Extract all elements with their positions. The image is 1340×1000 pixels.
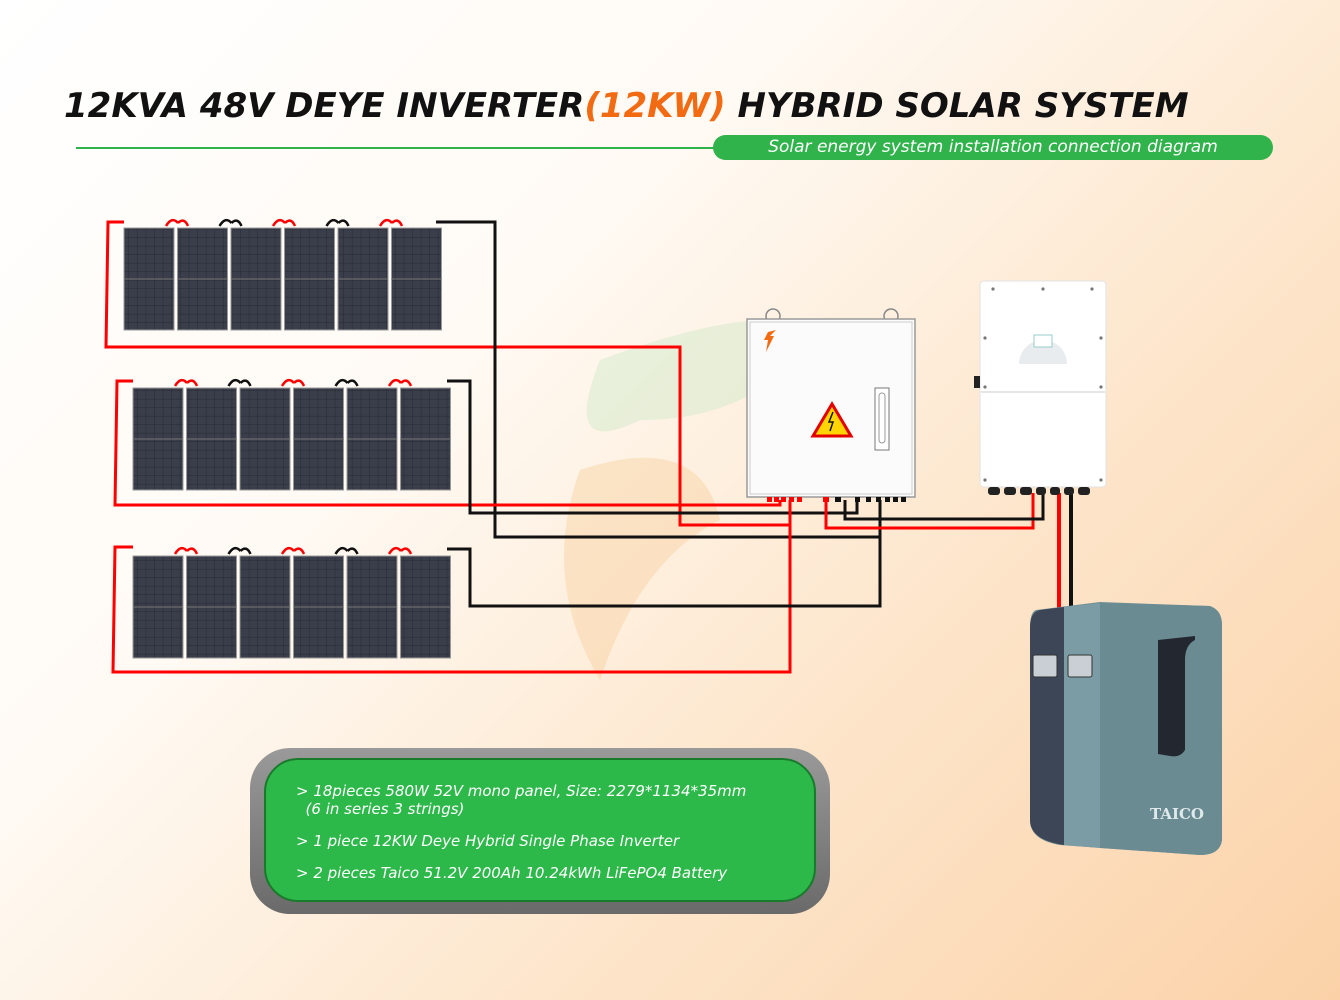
component-item-panels: > 18pieces 580W 52V mono panel, Size: 22…: [296, 782, 814, 818]
component-item-inverter: > 1 piece 12KW Deye Hybrid Single Phase …: [296, 832, 814, 850]
title-main: 12KVA 48V DEYE INVERTER: [64, 86, 585, 126]
series-jumper-cable: [334, 546, 359, 555]
item-subtext: (6 in series 3 strings): [305, 800, 465, 818]
series-jumper-cable: [334, 378, 359, 387]
series-jumper-cable: [173, 378, 199, 387]
series-jumper-cable: [173, 546, 199, 555]
inverter-display: [1019, 340, 1067, 364]
battery-brand-logo: TAICO: [1150, 805, 1205, 823]
series-jumper-cable: [325, 218, 350, 227]
hybrid-inverter: [974, 280, 1107, 495]
series-jumper-cable: [280, 546, 306, 555]
series-jumper-cable: [227, 378, 252, 387]
battery-stack: [1030, 602, 1222, 855]
watermark-leaf-2: [564, 457, 720, 680]
title-rest: HYBRID SOLAR SYSTEM: [725, 86, 1189, 126]
logo-icon: [764, 330, 776, 352]
item-text: > 18pieces 580W 52V mono panel, Size: 22…: [296, 782, 747, 800]
combiner-inverter-positive-wire: [824, 493, 1035, 530]
door-handle: [874, 387, 890, 451]
component-list-panel: > 18pieces 580W 52V mono panel, Size: 22…: [250, 748, 830, 914]
string3-negative-wire: [447, 500, 882, 608]
string2-negative-wire: [447, 379, 859, 515]
series-jumper-cable: [271, 218, 297, 227]
series-jumper-cable: [387, 546, 413, 555]
string3-positive-wire: [111, 500, 792, 674]
series-jumper-cable: [164, 218, 190, 227]
series-jumper-cable: [227, 546, 252, 555]
string2-positive-wire: [113, 379, 782, 507]
subtitle-badge: Solar energy system installation connect…: [713, 135, 1273, 160]
item-text: > 1 piece 12KW Deye Hybrid Single Phase …: [296, 832, 680, 850]
high-voltage-warning-icon: [810, 401, 854, 438]
title-highlight: (12KW): [584, 86, 726, 126]
series-jumper-cable: [280, 378, 306, 387]
series-jumper-cable: [387, 378, 413, 387]
series-jumper-cable: [378, 218, 404, 227]
combiner-inverter-negative-wire: [843, 493, 1045, 521]
page-title: 12KVA 48V DEYE INVERTER(12KW) HYBRID SOL…: [64, 86, 1189, 126]
item-text: > 2 pieces Taico 51.2V 200Ah 10.24kWh Li…: [296, 864, 728, 882]
series-jumper-cable: [218, 218, 243, 227]
component-item-battery: > 2 pieces Taico 51.2V 200Ah 10.24kWh Li…: [296, 864, 814, 882]
title-underline: [76, 147, 736, 149]
combiner-box: [746, 308, 916, 502]
